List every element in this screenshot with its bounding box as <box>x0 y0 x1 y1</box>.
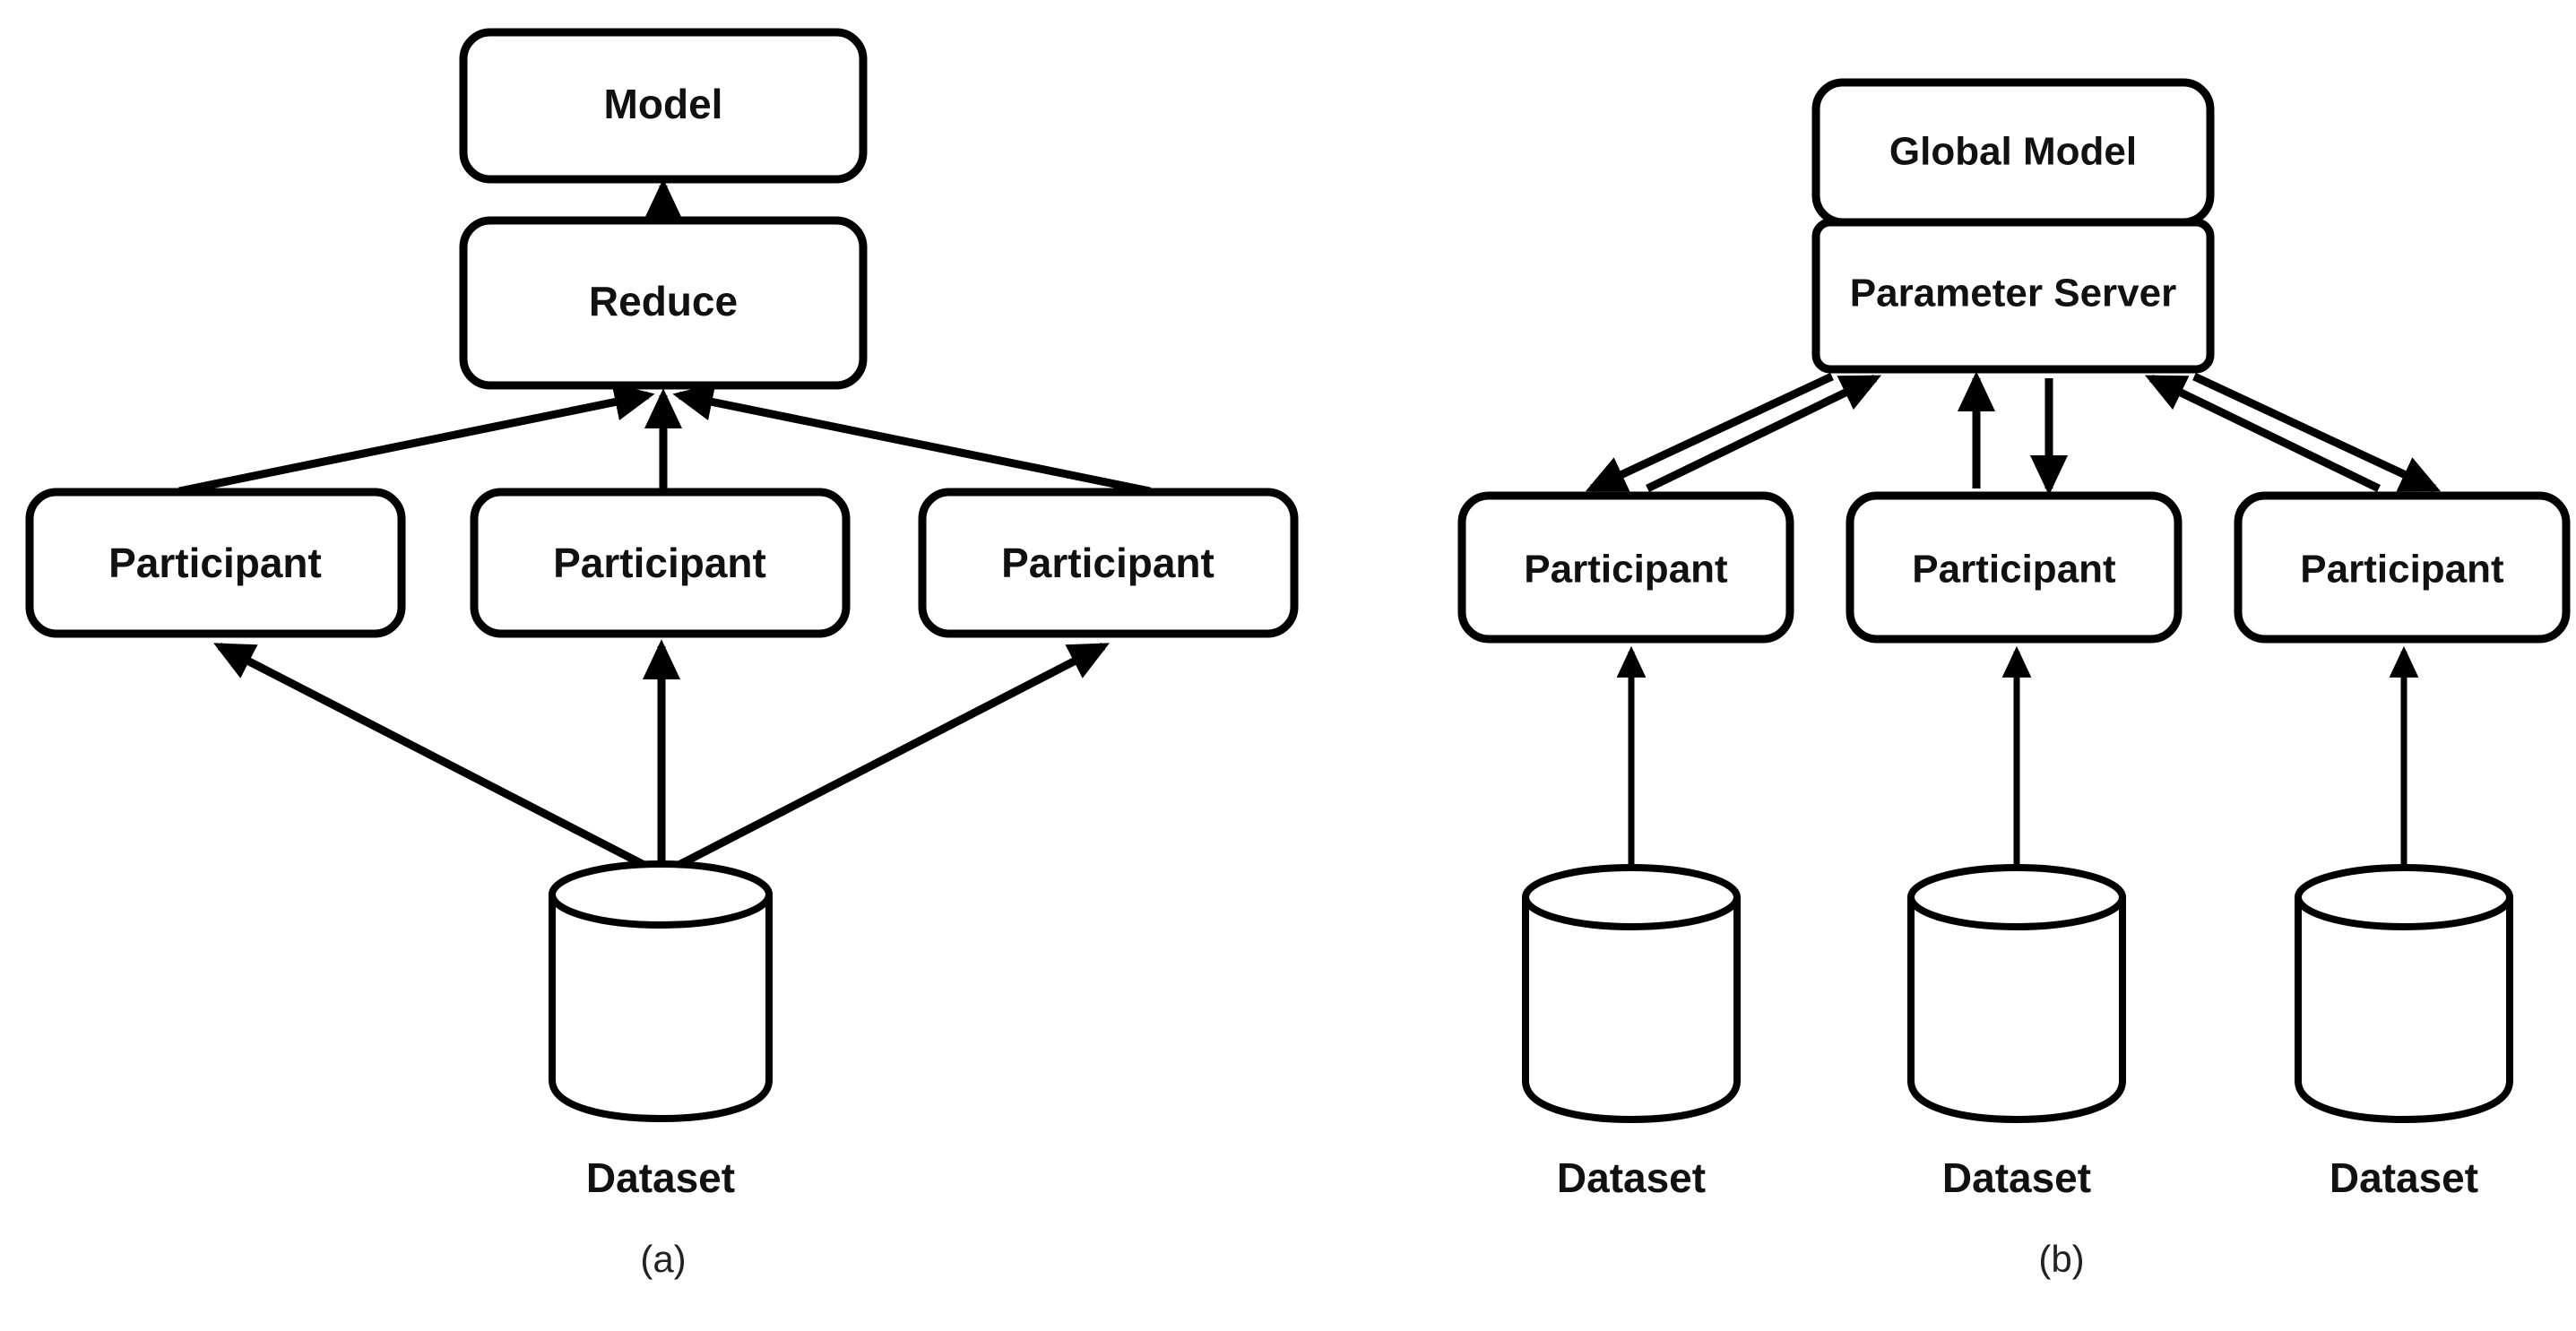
dataset-b3-top <box>2295 864 2513 930</box>
participant-a3-box[interactable] <box>918 488 1299 638</box>
dataset-b1-top <box>1522 864 1741 930</box>
edge-server-to-participant3 <box>2192 372 2442 493</box>
panel-a: Model Reduce Participant Participant Par… <box>25 28 1299 1280</box>
participant-a3-label: Participant <box>1001 540 1215 586</box>
dataset-b3-body <box>2295 894 2513 1123</box>
participant-b2-label: Participant <box>1912 548 2116 592</box>
dataset-cylinder-a1[interactable]: Dataset <box>549 860 773 1201</box>
node-participant-a1[interactable]: Participant <box>25 488 406 638</box>
parameter-server-box[interactable] <box>1811 218 2215 374</box>
dataset-b3-label: Dataset <box>2330 1154 2478 1201</box>
participant-a1-label: Participant <box>108 540 322 586</box>
dataset-b1-label: Dataset <box>1557 1154 1706 1201</box>
participant-b2-box[interactable] <box>1846 491 2183 644</box>
global-model-label: Global Model <box>1889 130 2137 174</box>
participant-b1-label: Participant <box>1524 548 1728 592</box>
participant-b3-label: Participant <box>2300 548 2504 592</box>
participant-a2-box[interactable] <box>470 488 851 638</box>
dataset-b2-top <box>1907 864 2126 930</box>
panel-b: Global Model Parameter Server Participan… <box>1457 78 2571 1280</box>
dataset-cylinder-b2[interactable]: Dataset <box>1907 864 2126 1201</box>
panel-a-caption: (a) <box>640 1238 686 1280</box>
dataset-cylinder-b1[interactable]: Dataset <box>1522 864 1741 1201</box>
parameter-server-label: Parameter Server <box>1850 272 2176 315</box>
edge-participant3-to-reduce <box>672 383 1151 496</box>
node-participant-b3[interactable]: Participant <box>2234 491 2571 644</box>
dataset-a1-body <box>549 891 773 1122</box>
participant-b3-box[interactable] <box>2234 491 2571 644</box>
reduce-label: Reduce <box>589 278 738 324</box>
node-participant-a2[interactable]: Participant <box>470 488 851 638</box>
node-participant-b1[interactable]: Participant <box>1457 491 1794 644</box>
model-label: Model <box>604 81 723 127</box>
participant-a2-label: Participant <box>553 540 766 586</box>
node-reduce[interactable]: Reduce <box>459 216 868 390</box>
dataset-cylinder-b3[interactable]: Dataset <box>2295 864 2513 1201</box>
edge-dataset-to-participant1 <box>213 642 664 878</box>
dataset-a1-label: Dataset <box>586 1154 735 1201</box>
node-participant-b2[interactable]: Participant <box>1846 491 2183 644</box>
edge-participant1-to-reduce <box>178 383 655 496</box>
edge-server-to-participant1 <box>1585 372 1834 493</box>
dataset-b2-label: Dataset <box>1942 1154 2091 1201</box>
node-parameter-server[interactable]: Parameter Server <box>1811 218 2215 374</box>
participant-b1-box[interactable] <box>1457 491 1794 644</box>
dataset-a1-top <box>549 860 773 929</box>
edge-dataset-to-participant3 <box>659 642 1110 878</box>
panel-b-caption: (b) <box>2038 1238 2084 1280</box>
dataset-b1-body <box>1522 894 1741 1123</box>
node-global-model[interactable]: Global Model <box>1811 78 2215 227</box>
dataset-b2-body <box>1907 894 2126 1123</box>
edge-participant1-to-server <box>1646 374 1882 493</box>
participant-a1-box[interactable] <box>25 488 406 638</box>
node-participant-a3[interactable]: Participant <box>918 488 1299 638</box>
edge-participant3-to-server <box>2144 374 2381 493</box>
reduce-box[interactable] <box>459 216 868 390</box>
node-model[interactable]: Model <box>459 28 868 184</box>
